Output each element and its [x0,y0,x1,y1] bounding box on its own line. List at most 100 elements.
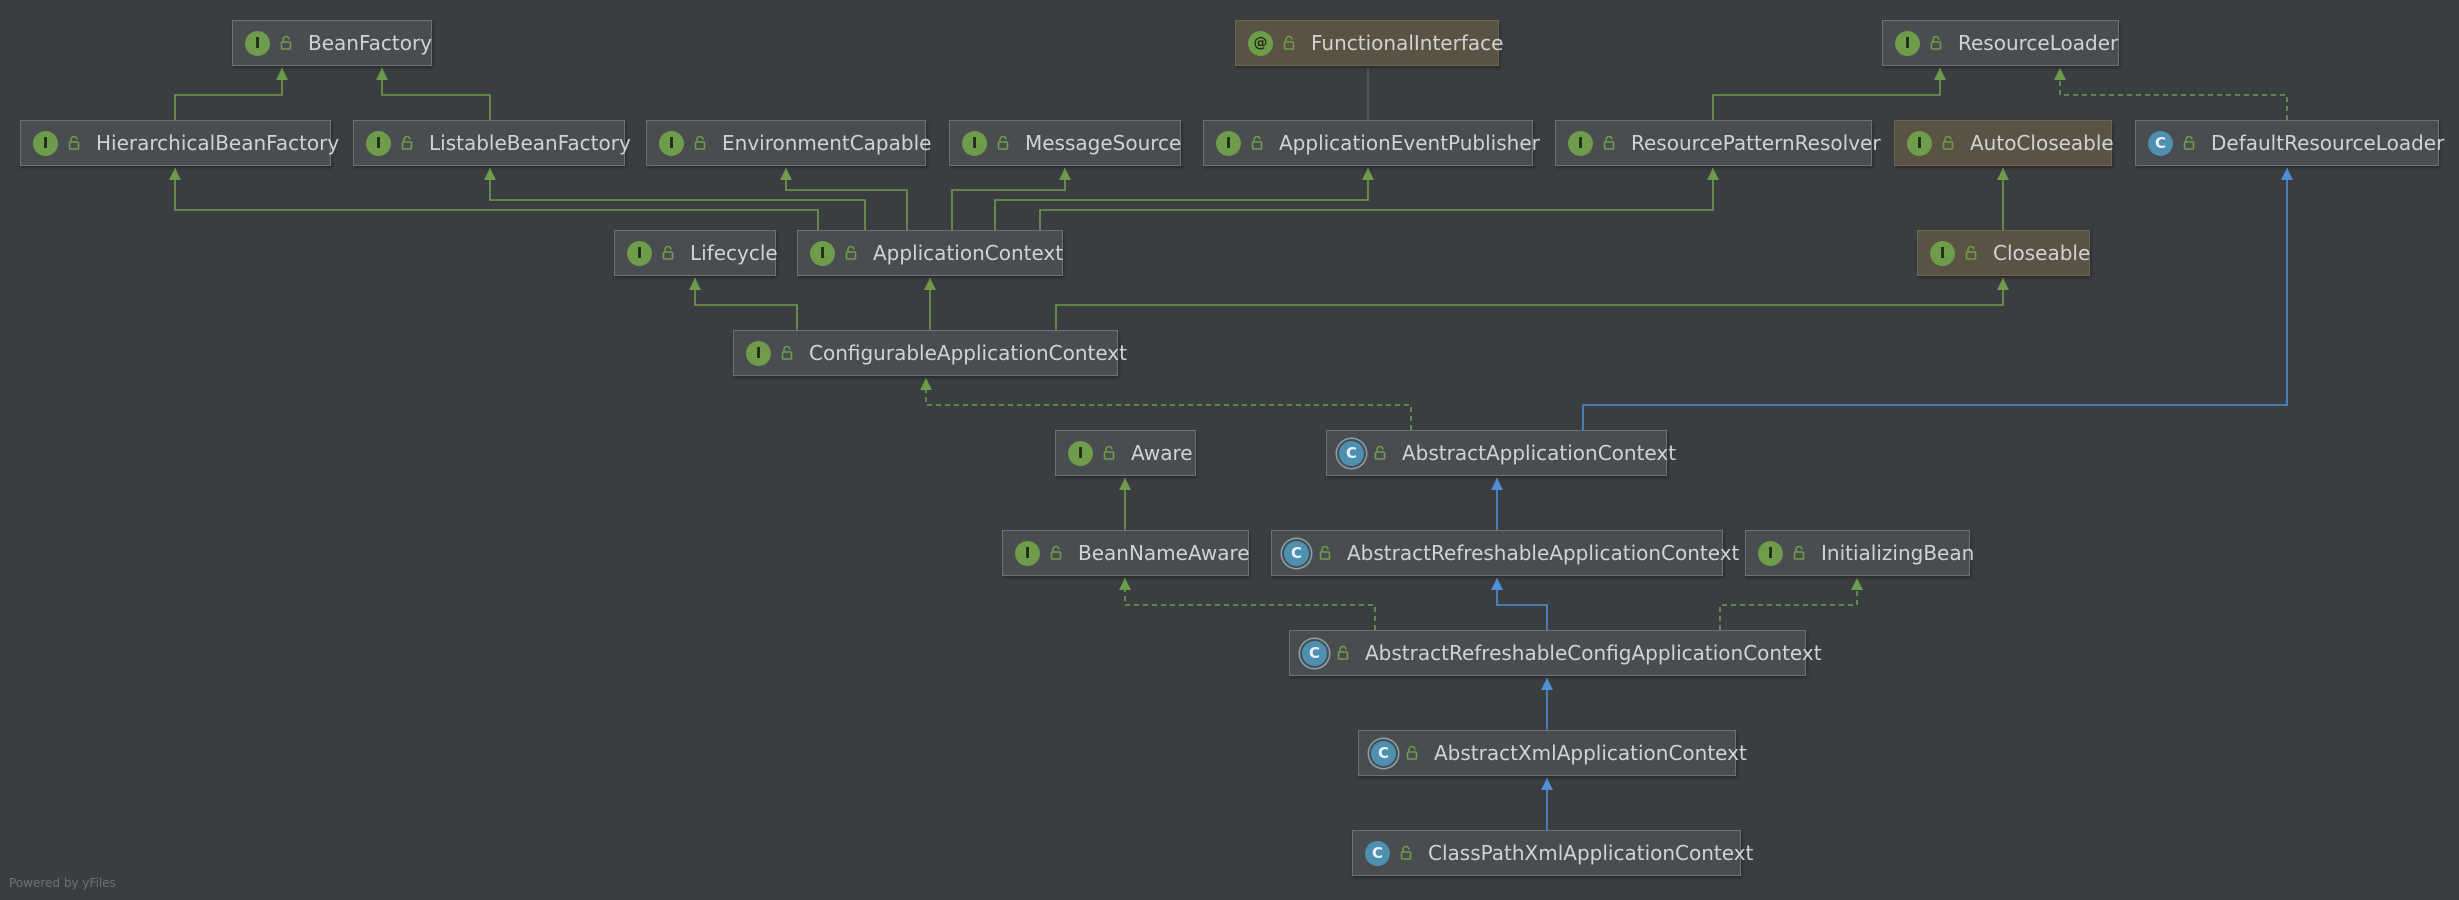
edge-abstract-refreshable-config-application-context-to-abstract-refreshable-application-context [1491,578,1548,630]
public-lock-icon [1281,35,1297,51]
arrow-head [2054,68,2066,80]
edge-hierarchical-bean-factory-to-bean-factory [174,68,288,120]
node-abstract-xml-application-context[interactable]: C AbstractXmlApplicationContext [1358,730,1747,776]
public-lock-icon [1317,545,1333,561]
edge-closeable-to-auto-closeable [1997,168,2009,230]
node-label: AbstractXmlApplicationContext [1434,741,1747,765]
arrow-head [1119,578,1131,590]
public-lock-icon [399,135,415,151]
edge-default-resource-loader-to-resource-loader [2054,68,2288,120]
node-label: AbstractRefreshableApplicationContext [1347,541,1740,565]
arrow-head [924,278,936,290]
node-abstract-application-context[interactable]: C AbstractApplicationContext [1326,430,1676,476]
node-label: MessageSource [1025,131,1182,155]
public-lock-icon [1928,35,1944,51]
node-resource-pattern-resolver[interactable]: I ResourcePatternResolver [1555,120,1881,166]
interface-icon: I [1068,440,1093,466]
interface-icon: I [245,30,270,56]
edge-bean-name-aware-to-aware [1119,478,1131,530]
edge-listable-bean-factory-to-bean-factory [376,68,491,120]
public-lock-icon [1048,545,1064,561]
node-label: AbstractApplicationContext [1402,441,1677,465]
edge-application-context-to-hierarchical-bean-factory [169,168,819,230]
edge-abstract-refreshable-config-application-context-to-initializing-bean [1719,578,1863,630]
edge-configurable-application-context-to-closeable [1055,278,2009,330]
node-label: ApplicationContext [873,241,1064,265]
node-class-path-xml-application-context[interactable]: C ClassPathXmlApplicationContext [1352,830,1753,876]
node-functional-interface[interactable]: @FunctionalInterface [1235,20,1503,66]
arrow-head [1934,68,1946,80]
node-label: ConfigurableApplicationContext [809,341,1127,365]
node-initializing-bean[interactable]: I InitializingBean [1745,530,1974,576]
interface-icon: I [1568,130,1593,156]
arrow-head [1541,678,1553,690]
interface-icon: I [366,130,391,156]
arrow-head [1362,168,1374,180]
class-icon: C [2148,130,2173,156]
abstract-icon: C [1371,740,1396,766]
public-lock-icon [692,135,708,151]
class-icon: C [1365,840,1390,866]
arrow-head [1997,278,2009,290]
interface-icon: I [962,130,987,156]
arrow-head [920,378,932,390]
arrow-head [1707,168,1719,180]
arrow-head [1119,478,1131,490]
edge-abstract-xml-application-context-to-abstract-refreshable-config-application-context [1541,678,1553,730]
node-label: ApplicationEventPublisher [1279,131,1540,155]
arrow-head [169,168,181,180]
node-label: ResourcePatternResolver [1631,131,1881,155]
node-message-source[interactable]: I MessageSource [949,120,1181,166]
node-label: DefaultResourceLoader [2211,131,2445,155]
node-aware[interactable]: I Aware [1055,430,1196,476]
arrow-head [780,168,792,180]
arrow-head [376,68,388,80]
interface-icon: I [1895,30,1920,56]
node-label: ClassPathXmlApplicationContext [1428,841,1754,865]
edge-class-path-xml-application-context-to-abstract-xml-application-context [1541,778,1553,830]
public-lock-icon [1398,845,1414,861]
node-default-resource-loader[interactable]: C DefaultResourceLoader [2135,120,2444,166]
arrow-head [1851,578,1863,590]
abstract-icon: C [1339,440,1364,466]
public-lock-icon [278,35,294,51]
node-label: AbstractRefreshableConfigApplicationCont… [1365,641,1822,665]
node-label: Closeable [1993,241,2091,265]
edge-application-context-to-resource-pattern-resolver [1039,168,1719,230]
public-lock-icon [1372,445,1388,461]
public-lock-icon [779,345,795,361]
arrow-head [1059,168,1071,180]
node-label: Aware [1131,441,1193,465]
interface-icon: I [1907,130,1932,156]
node-label: FunctionalInterface [1311,31,1504,55]
arrow-head [1491,578,1503,590]
node-label: HierarchicalBeanFactory [96,131,340,155]
public-lock-icon [995,135,1011,151]
node-label: EnvironmentCapable [722,131,932,155]
node-bean-factory[interactable]: I BeanFactory [232,20,432,66]
edge-abstract-application-context-to-default-resource-loader [1582,168,2293,430]
public-lock-icon [1335,645,1351,661]
powered-by-footer: Powered by yFiles [9,876,116,890]
edge-application-context-to-message-source [951,168,1071,230]
arrow-head [1541,778,1553,790]
interface-icon: I [1758,540,1783,566]
public-lock-icon [1404,745,1420,761]
node-label: InitializingBean [1821,541,1975,565]
arrow-head [1491,478,1503,490]
node-label: BeanFactory [308,31,433,55]
